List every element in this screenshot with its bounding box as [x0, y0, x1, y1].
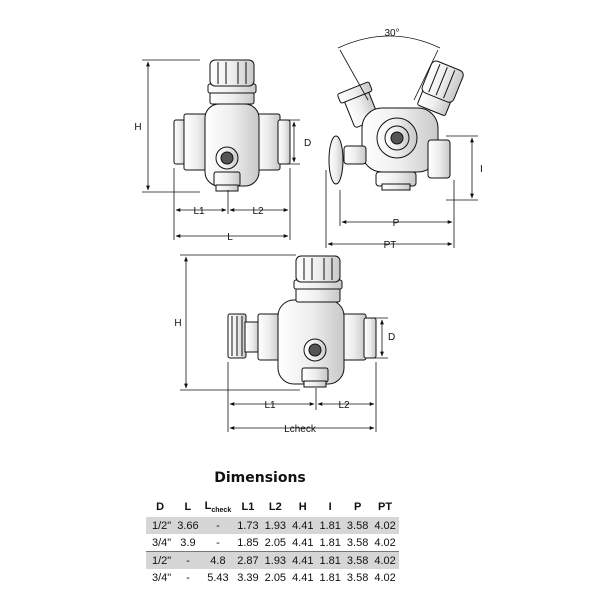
table-cell: 1/2"	[146, 551, 175, 569]
front-view-valve	[173, 59, 291, 192]
table-cell: 2.87	[234, 551, 262, 569]
dim-label-pt: PT	[384, 240, 397, 251]
dim-label-h: H	[134, 122, 141, 133]
table-cell: 3/4"	[146, 534, 175, 552]
table-cell: 3.58	[343, 517, 372, 534]
col-header-l: L	[184, 501, 192, 513]
col-header-pt: PT	[378, 501, 393, 513]
table-cell: -	[174, 551, 202, 569]
table-cell: 1.81	[316, 517, 344, 534]
table-cell: 1.93	[261, 551, 290, 569]
col-header-l2: L2	[268, 501, 282, 513]
dim-label-h-check: H	[174, 318, 181, 329]
table-cell: 3/4"	[146, 569, 175, 586]
table-cell: 4.41	[289, 569, 317, 586]
table-cell: 4.41	[289, 551, 317, 569]
table-cell: 4.02	[371, 534, 399, 552]
side-view-dimensions	[325, 35, 478, 248]
table-cell: 4.8	[201, 551, 235, 569]
table-cell: 1.85	[234, 534, 262, 552]
table-cell: 4.41	[289, 534, 317, 552]
col-header-lcheck: Lcheck	[204, 499, 232, 515]
table-cell: 4.02	[371, 569, 399, 586]
check-view-valve	[227, 255, 377, 388]
dim-label-p: P	[393, 218, 400, 229]
dim-label-l1: L1	[193, 206, 205, 217]
dim-label-l: L	[227, 232, 233, 243]
dimensions-title: Dimensions	[214, 470, 306, 486]
table-cell: 3.58	[343, 551, 372, 569]
col-header-l1: L1	[241, 501, 255, 513]
dim-label-l2: L2	[252, 206, 264, 217]
col-header-d: D	[156, 501, 165, 513]
check-view-dimensions	[180, 254, 388, 432]
table-cell: -	[201, 517, 235, 534]
table-cell: 3.58	[343, 569, 372, 586]
table-cell: 4.41	[289, 517, 317, 534]
valve-technical-drawing: H D L1 L2 L	[134, 28, 483, 435]
table-header-row: D L Lcheck L1 L2 H I P PT	[146, 497, 399, 517]
table-cell: 1/2"	[146, 517, 175, 534]
table-row: 1/2" - 4.8 2.87 1.93 4.41 1.81 3.58 4.02	[146, 551, 399, 569]
col-header-i: I	[328, 501, 332, 513]
table-cell: 4.02	[371, 517, 399, 534]
table-cell: 3.39	[234, 569, 262, 586]
table-cell: 1.81	[316, 534, 344, 552]
table-cell: 1.81	[316, 569, 344, 586]
front-view-dimensions	[142, 59, 300, 240]
table-cell: -	[174, 569, 202, 586]
dim-label-angle: 30°	[384, 28, 399, 39]
table-cell: 5.43	[201, 569, 235, 586]
table-cell: 2.05	[261, 569, 290, 586]
side-view-valve	[328, 60, 464, 191]
table-cell: 3.9	[174, 534, 202, 552]
table-cell: 1.93	[261, 517, 290, 534]
table-row: 3/4" - 5.43 3.39 2.05 4.41 1.81 3.58 4.0…	[146, 569, 399, 586]
table-cell: 1.73	[234, 517, 262, 534]
table-row: 3/4" 3.9 - 1.85 2.05 4.41 1.81 3.58 4.02	[146, 534, 399, 552]
table-cell: 1.81	[316, 551, 344, 569]
lcheck-subscript: check	[211, 507, 232, 515]
table-row: 1/2" 3.66 - 1.73 1.93 4.41 1.81 3.58 4.0…	[146, 517, 399, 534]
table-cell: 3.66	[174, 517, 202, 534]
dimensions-table: D L Lcheck L1 L2 H I P PT 1/2" 3.66 - 1.…	[146, 497, 399, 586]
table-cell: 2.05	[261, 534, 290, 552]
col-header-h: H	[298, 501, 307, 513]
dim-label-l1-check: L1	[264, 400, 276, 411]
dim-label-l2-check: L2	[338, 400, 350, 411]
table-cell: -	[201, 534, 235, 552]
dim-label-i: I	[480, 164, 483, 175]
dim-label-d-check: D	[388, 332, 395, 343]
table-cell: 4.02	[371, 551, 399, 569]
table-cell: 3.58	[343, 534, 372, 552]
col-header-p: P	[353, 501, 362, 513]
dim-label-d: D	[304, 138, 311, 149]
dim-label-lcheck: Lcheck	[284, 424, 317, 435]
